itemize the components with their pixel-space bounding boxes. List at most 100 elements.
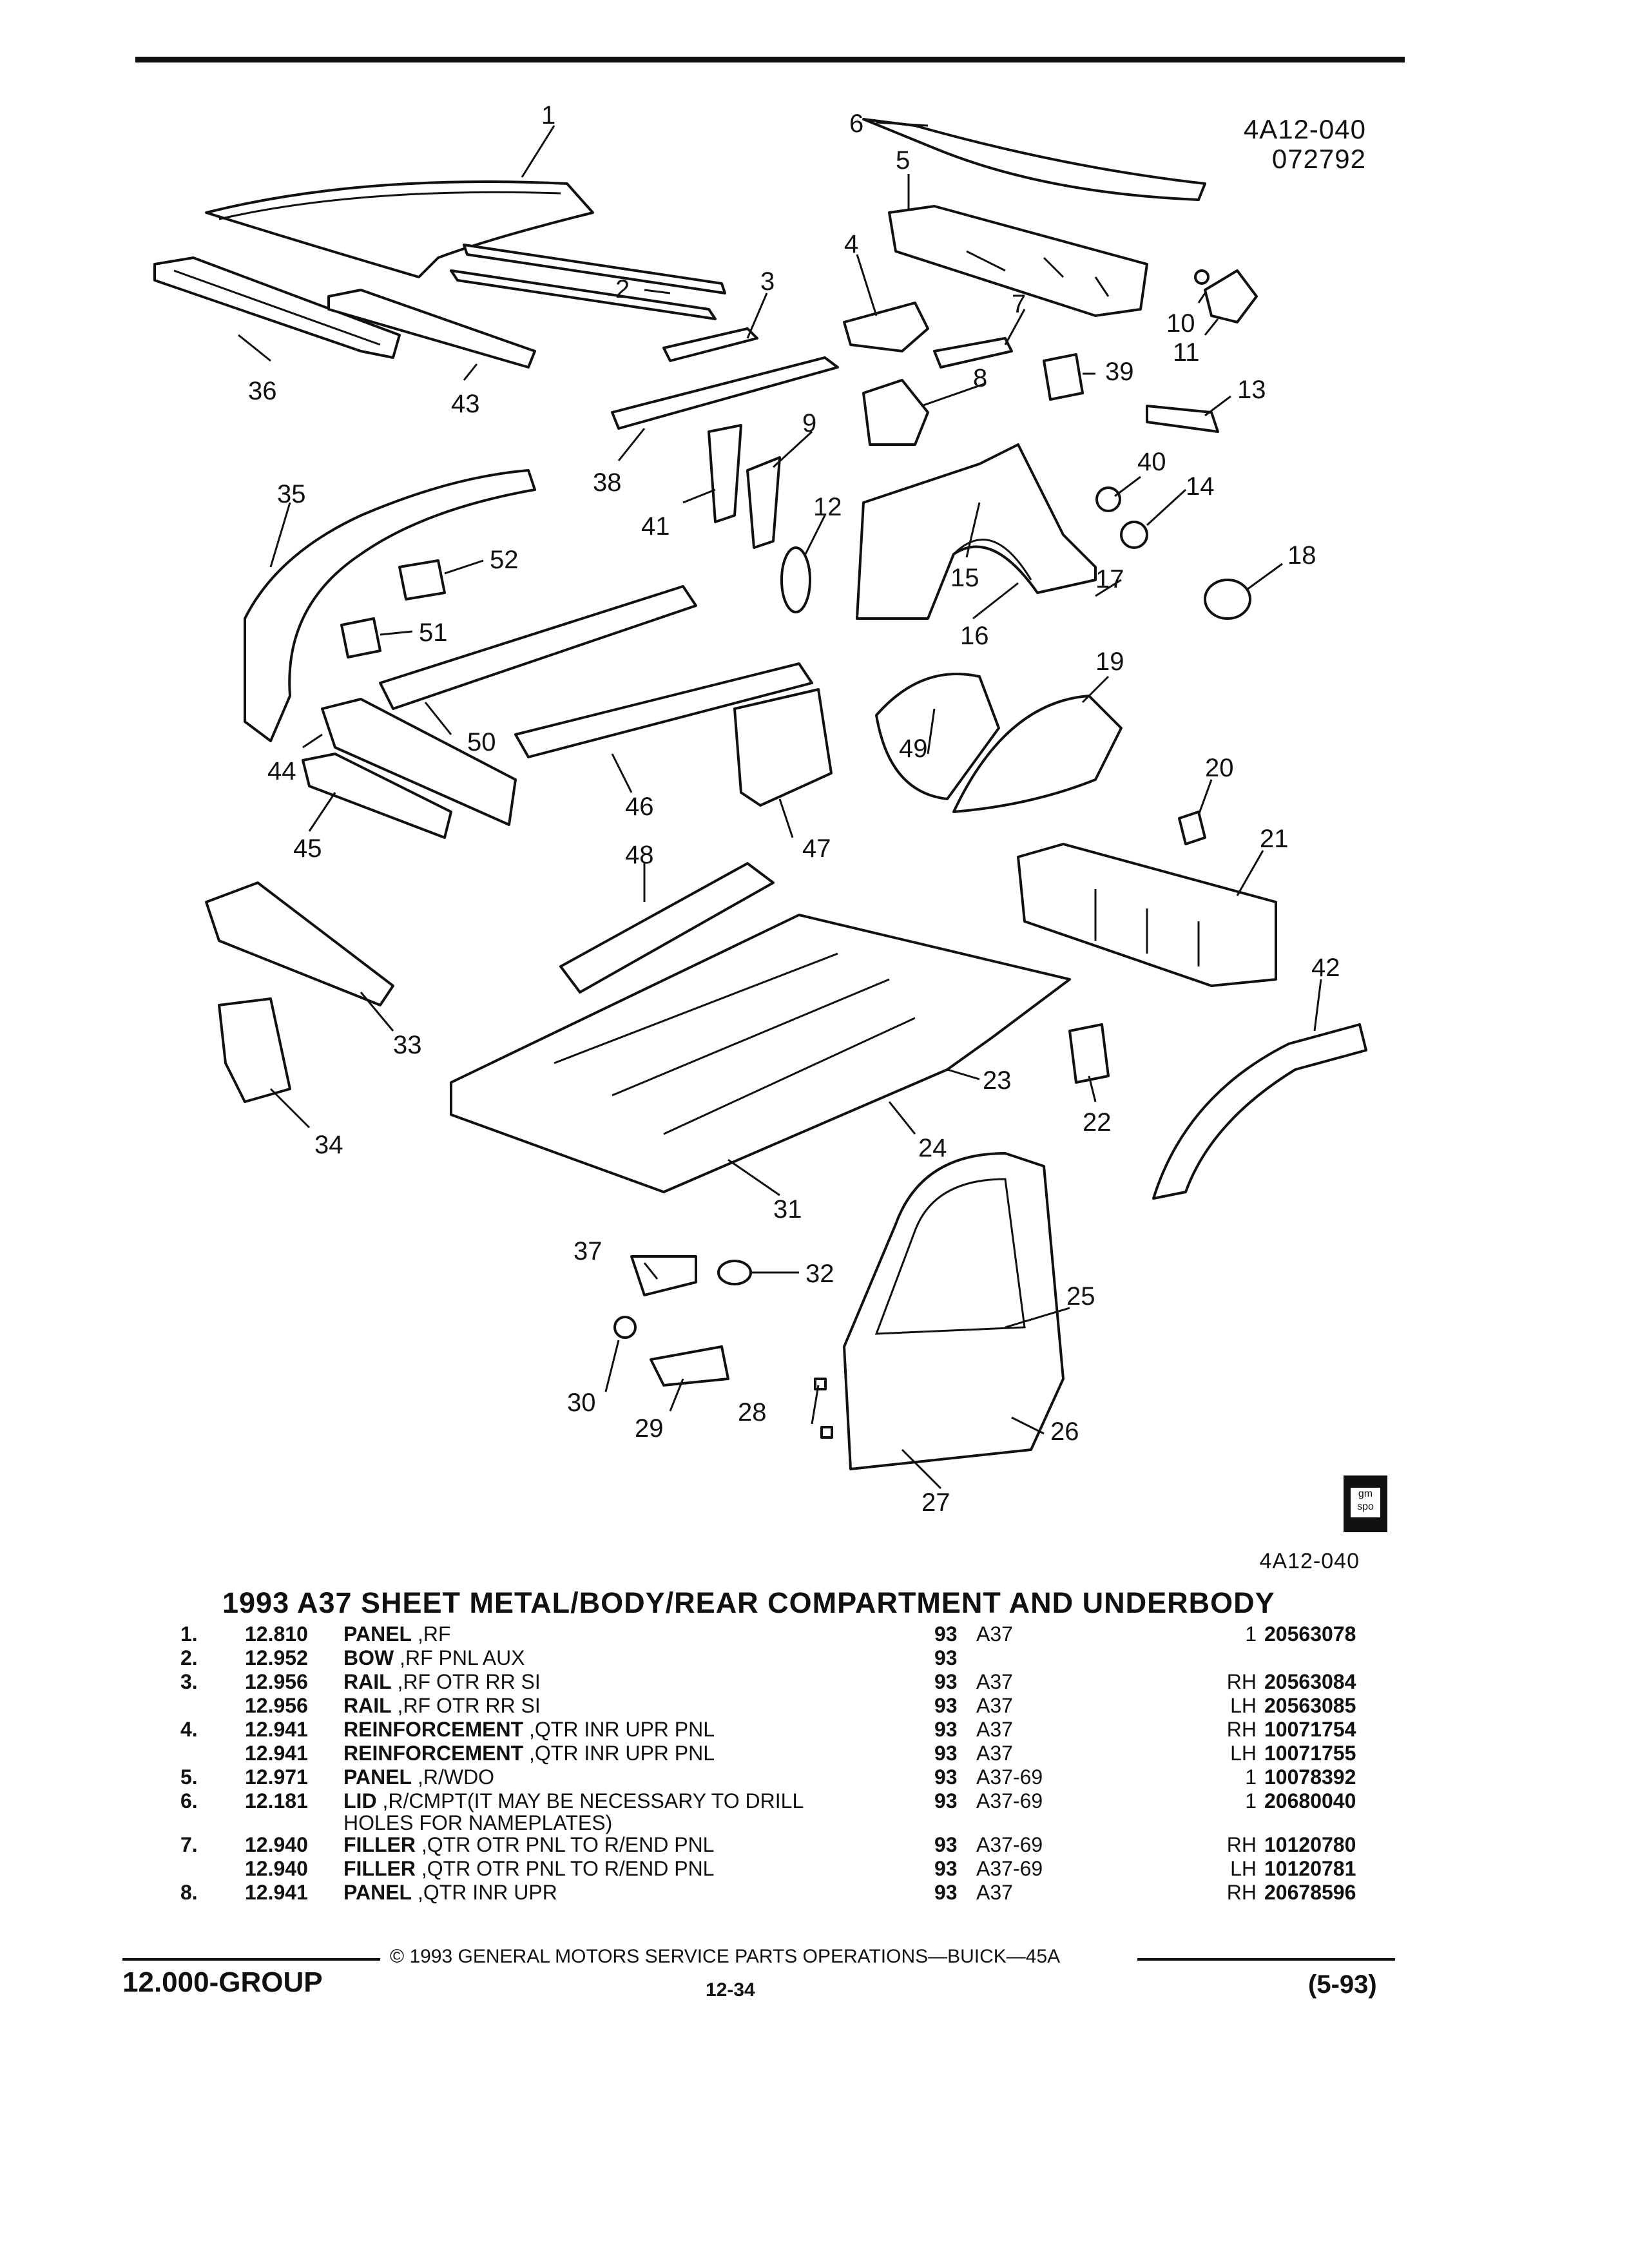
part-33 — [205, 881, 394, 1006]
part-12 — [780, 546, 811, 613]
part-name: FILLER — [343, 1857, 416, 1880]
part-detail: HOLES FOR NAMEPLATES) — [343, 1811, 613, 1834]
item-number: 6. — [180, 1789, 198, 1812]
parts-row: 12.941 REINFORCEMENT ,QTR INR UPR PNL 93… — [180, 1742, 1405, 1765]
callout-2: 2 — [615, 275, 630, 303]
callout-29: 29 — [635, 1414, 664, 1443]
part-rear-window-panel — [888, 205, 1148, 317]
quantity: LH — [1230, 1742, 1257, 1765]
part-rail-43 — [327, 289, 536, 369]
model-year: 93 — [934, 1789, 958, 1812]
group-code: 12.940 — [245, 1857, 308, 1880]
quantity: 1 — [1245, 1789, 1257, 1812]
callout-42: 42 — [1311, 954, 1340, 982]
part-detail: ,QTR INR UPR PNL — [523, 1742, 715, 1765]
part-number: 10120780 — [1264, 1833, 1356, 1856]
model-code: A37 — [976, 1694, 1013, 1717]
model-year: 93 — [934, 1857, 958, 1880]
callout-49: 49 — [899, 735, 928, 763]
quantity: LH — [1230, 1694, 1257, 1717]
callout-1: 1 — [541, 101, 555, 130]
callout-45: 45 — [293, 834, 322, 863]
gmspo-logo-text: gm spo — [1351, 1488, 1380, 1517]
figure-id-footer: 4A12-040 — [1259, 1549, 1360, 1573]
quantity: RH — [1226, 1881, 1257, 1904]
part-rail-3 — [662, 327, 758, 362]
part-rocker-46 — [514, 662, 813, 758]
part-34 — [218, 997, 291, 1103]
part-52 — [398, 559, 446, 601]
item-number: 1. — [180, 1622, 198, 1646]
model-year: 93 — [934, 1765, 958, 1789]
figure-date-code: 072792 — [1271, 144, 1366, 174]
part-dash-45 — [302, 753, 452, 839]
gmspo-logo: gm spo — [1344, 1475, 1387, 1532]
page-number: 12-34 — [706, 1979, 755, 2001]
item-number: 7. — [180, 1833, 198, 1856]
part-wheelhouse-49 — [875, 673, 1000, 800]
parts-row: 5. 12.971 PANEL ,R/WDO 93 A37-69 1 10078… — [180, 1765, 1405, 1789]
part-name: REINFORCEMENT — [343, 1718, 524, 1741]
callout-24: 24 — [918, 1134, 947, 1162]
group-code: 12.810 — [245, 1622, 308, 1646]
callout-44: 44 — [267, 757, 296, 785]
callout-50: 50 — [467, 728, 496, 756]
part-detail: ,QTR OTR PNL TO R/END PNL — [415, 1833, 715, 1856]
part-name: BOW — [343, 1646, 394, 1669]
model-code: A37 — [976, 1622, 1013, 1646]
callout-5: 5 — [896, 146, 910, 175]
callout-11: 11 — [1173, 338, 1200, 367]
group-code: 12.941 — [245, 1881, 308, 1904]
part-detail: ,RF — [412, 1622, 451, 1646]
part-detail: ,RF OTR RR SI — [391, 1694, 541, 1717]
part-dash-44 — [321, 698, 517, 826]
part-description: PANEL ,QTR INR UPR — [343, 1881, 936, 1905]
callout-labels: 1 2 3 4 5 6 7 8 9 10 11 12 13 14 15 16 1… — [248, 101, 1340, 1517]
part-number: 10078392 — [1264, 1765, 1356, 1789]
callout-19: 19 — [1095, 648, 1124, 676]
model-year: 93 — [934, 1622, 958, 1646]
callout-41: 41 — [641, 512, 670, 541]
part-30 — [613, 1316, 637, 1339]
group-code: 12.956 — [245, 1694, 308, 1717]
quantity: LH — [1230, 1857, 1257, 1880]
part-48 — [559, 862, 775, 994]
part-47 — [733, 688, 833, 807]
callout-22: 22 — [1083, 1108, 1112, 1137]
part-description: PANEL ,R/WDO — [343, 1765, 936, 1789]
part-37 — [630, 1255, 697, 1296]
part-detail: ,R/WDO — [412, 1765, 495, 1789]
callout-3: 3 — [760, 267, 775, 296]
parts-row: 12.940 FILLER ,QTR OTR PNL TO R/END PNL … — [180, 1857, 1405, 1881]
group-code: 12.941 — [245, 1718, 308, 1741]
part-number: 10120781 — [1264, 1857, 1356, 1880]
callout-21: 21 — [1260, 825, 1289, 853]
part-detail: ,QTR INR UPR PNL — [523, 1718, 715, 1741]
parts-row: 2. 12.952 BOW ,RF PNL AUX 93 — [180, 1646, 1405, 1670]
part-name: FILLER — [343, 1833, 416, 1856]
item-number: 3. — [180, 1670, 198, 1693]
part-number: 20678596 — [1264, 1881, 1356, 1904]
callout-37: 37 — [574, 1237, 602, 1265]
callout-39: 39 — [1105, 358, 1134, 386]
quantity: RH — [1226, 1670, 1257, 1693]
part-number: 10071754 — [1264, 1718, 1356, 1741]
callout-9: 9 — [802, 409, 816, 437]
callout-28: 28 — [738, 1398, 767, 1427]
part-rocker-50 — [379, 585, 697, 710]
part-description: BOW ,RF PNL AUX — [343, 1646, 936, 1670]
parts-row: 1. 12.810 PANEL ,RF 93 A37 1 20563078 — [180, 1622, 1405, 1646]
part-number: 20680040 — [1264, 1789, 1356, 1812]
model-year: 93 — [934, 1742, 958, 1765]
part-detail: ,R/CMPT(IT MAY BE NECESSARY TO DRILL — [376, 1789, 804, 1812]
part-description: REINFORCEMENT ,QTR INR UPR PNL — [343, 1718, 936, 1742]
part-number: 10071755 — [1264, 1742, 1356, 1765]
part-description: FILLER ,QTR OTR PNL TO R/END PNL — [343, 1857, 936, 1881]
callout-34: 34 — [314, 1131, 343, 1159]
callout-18: 18 — [1287, 541, 1316, 570]
item-number: 4. — [180, 1718, 198, 1741]
model-year: 93 — [934, 1881, 958, 1904]
callout-51: 51 — [419, 619, 448, 647]
figure-id: 4A12-040 — [1243, 114, 1366, 144]
part-29 — [650, 1345, 729, 1387]
